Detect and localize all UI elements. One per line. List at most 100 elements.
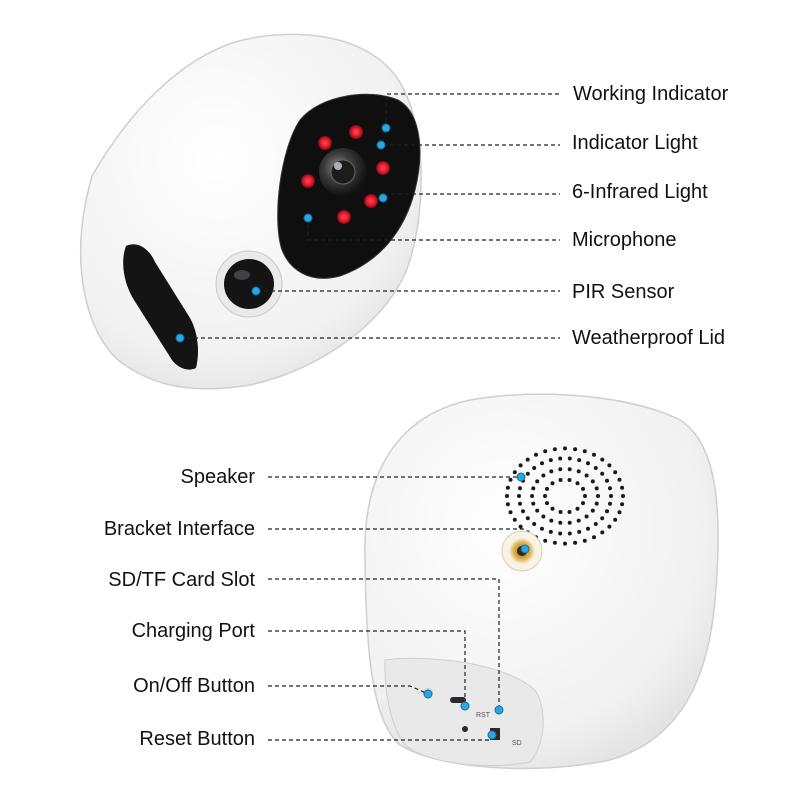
speaker-hole — [581, 501, 585, 506]
speaker-hole — [541, 473, 546, 478]
speaker-hole — [558, 510, 563, 514]
leader-microphone — [307, 218, 560, 241]
speaker-hole — [550, 481, 555, 486]
speaker-hole — [593, 466, 598, 470]
speaker-hole — [552, 447, 557, 452]
speaker-hole — [613, 517, 618, 522]
speaker-hole — [596, 494, 600, 498]
speaker-hole — [549, 469, 554, 474]
speaker-hole — [558, 520, 563, 525]
speaker-hole — [613, 470, 618, 475]
speaker-hole — [607, 463, 612, 468]
reset-button-graphic — [462, 726, 468, 732]
speaker-hole — [552, 540, 557, 545]
speaker-hole — [518, 501, 522, 506]
leader-working-indicator — [385, 93, 560, 128]
speaker-hole — [548, 529, 553, 534]
speaker-hole — [590, 508, 595, 513]
speaker-hole — [505, 502, 510, 507]
bottom-camera-base — [384, 657, 544, 767]
ir-led — [318, 136, 332, 150]
speaker-hole — [534, 452, 538, 457]
sd-marking: SD — [512, 740, 522, 747]
bottom-camera: SD RST — [364, 393, 719, 770]
camera-lens-glint — [334, 162, 342, 170]
speaker-hole — [525, 457, 530, 462]
speaker-hole — [577, 458, 582, 463]
speaker-hole — [531, 501, 536, 506]
speaker-hole — [549, 518, 554, 523]
speaker-hole — [548, 458, 553, 463]
speaker-hole — [558, 456, 563, 461]
speaker-hole — [594, 501, 599, 506]
speaker-hole — [532, 522, 537, 526]
speaker-hole — [525, 471, 530, 476]
speaker-hole — [593, 522, 598, 526]
speaker-hole — [577, 529, 582, 534]
speaker-hole — [518, 463, 523, 468]
label-pir-sensor: PIR Sensor — [572, 281, 675, 303]
speaker-hole — [586, 461, 590, 466]
speaker-hole — [530, 494, 534, 498]
speaker-hole — [567, 510, 572, 514]
rst-marking: RST — [476, 712, 491, 719]
speaker-hole — [508, 477, 513, 482]
speaker-hole — [567, 531, 572, 536]
speaker-hole — [535, 508, 540, 513]
speaker-hole — [620, 502, 625, 507]
speaker-hole — [608, 486, 612, 491]
speaker-hole — [584, 473, 589, 478]
speaker-hole — [617, 510, 622, 515]
speaker-hole — [532, 466, 537, 470]
pir-sensor-glint — [234, 270, 250, 280]
speaker-hole — [608, 501, 612, 506]
speaker-hole — [621, 494, 625, 498]
speaker-hole — [600, 530, 605, 535]
leader-charging-port — [268, 630, 466, 704]
callout-dots — [175, 123, 530, 740]
top-camera — [79, 33, 422, 390]
label-on-off-button: On/Off Button — [133, 675, 255, 697]
speaker-hole — [563, 541, 567, 546]
speaker-hole — [600, 457, 605, 462]
speaker-hole — [605, 478, 609, 483]
label-reset-button: Reset Button — [139, 728, 255, 750]
speaker-hole — [508, 510, 513, 515]
label-sd-card-slot: SD/TF Card Slot — [108, 569, 255, 591]
speaker-hole — [582, 538, 587, 543]
speaker-hole — [576, 469, 581, 474]
callout-dot — [520, 544, 530, 554]
speaker-hole — [584, 514, 589, 519]
speaker-hole — [558, 478, 563, 482]
label-microphone: Microphone — [572, 229, 677, 251]
speaker-hole — [609, 494, 613, 498]
speaker-hole — [590, 479, 595, 484]
speaker-hole — [512, 470, 517, 475]
speaker-hole — [592, 535, 596, 540]
callout-dot — [423, 689, 433, 699]
label-speaker: Speaker — [180, 466, 256, 488]
leader-on-off-button — [268, 685, 427, 694]
speaker-hole — [592, 452, 596, 457]
speaker-hole — [583, 494, 587, 498]
speaker-hole — [567, 456, 572, 461]
callout-dot — [303, 213, 313, 223]
callout-dot — [460, 701, 470, 711]
speaker-hole — [517, 494, 521, 498]
speaker-hole — [600, 516, 605, 521]
speaker-hole — [620, 485, 625, 490]
pir-sensor-dome — [224, 259, 274, 309]
speaker-hole — [505, 485, 510, 490]
ir-led — [301, 174, 315, 188]
speaker-hole — [541, 514, 546, 519]
speaker-hole — [525, 516, 530, 521]
leader-sd-card-slot — [268, 578, 500, 708]
speaker-hole — [607, 524, 612, 529]
speaker-hole — [567, 467, 572, 472]
speaker-hole — [617, 477, 622, 482]
charging-port-graphic — [450, 697, 466, 703]
label-working-indicator: Working Indicator — [573, 83, 729, 105]
speaker-hole — [573, 540, 578, 545]
speaker-hole — [594, 486, 599, 491]
